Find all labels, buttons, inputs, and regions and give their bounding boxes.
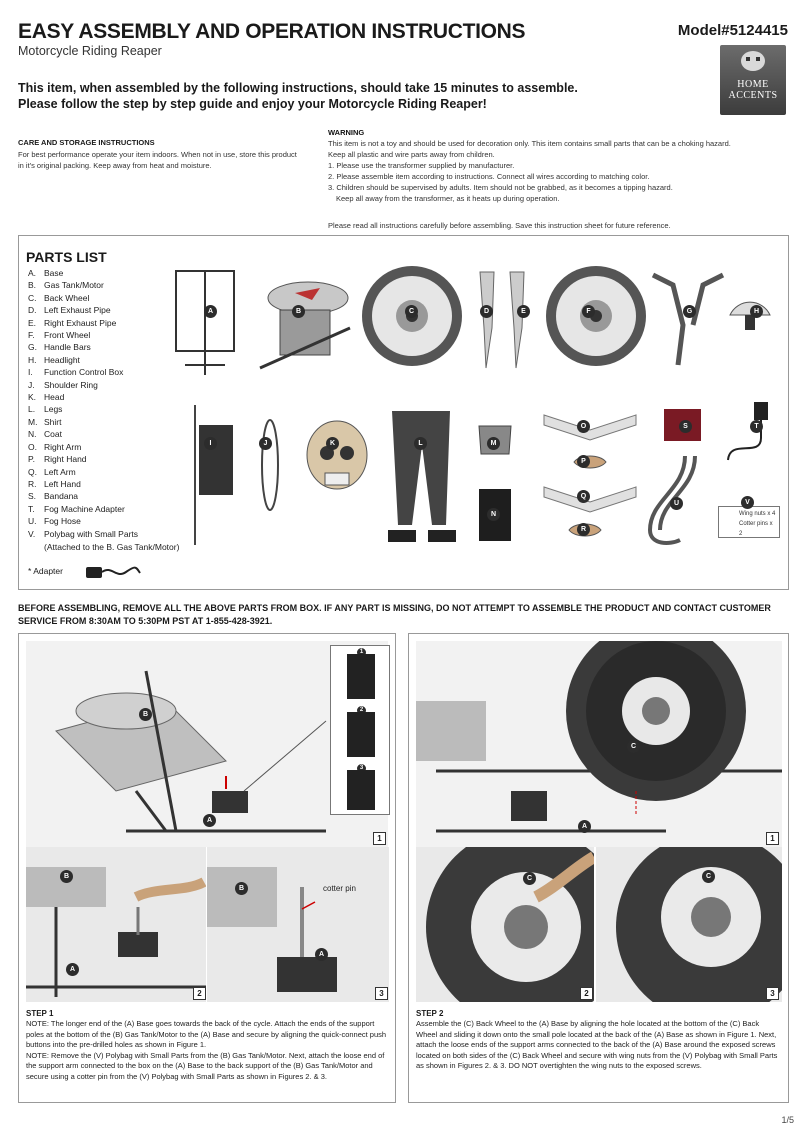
part-badge: I [204, 437, 217, 450]
parts-list-item: O.Right Arm [28, 441, 82, 452]
parts-list-item: F.Front Wheel [28, 330, 91, 341]
parts-list-item: R.Left Hand [28, 478, 81, 489]
part-badge: F [582, 305, 595, 318]
right-hand-image [573, 455, 607, 469]
parts-list-item: H.Headlight [28, 354, 80, 365]
step1-insets: 1 2 3 [330, 645, 390, 815]
part-badge: R [577, 523, 590, 536]
shoulder-ring-image [261, 419, 279, 511]
part-badge: E [517, 305, 530, 318]
legs-image [388, 411, 456, 542]
step1-fig1-number: 1 [373, 832, 386, 845]
parts-list-item: M.Shirt [28, 416, 62, 427]
care-heading: CARE AND STORAGE INSTRUCTIONS [18, 138, 155, 147]
adapter-label: * Adapter [28, 566, 63, 576]
parts-list-item: E.Right Exhaust Pipe [28, 317, 117, 328]
headlight-image [729, 301, 771, 330]
page-number: 1/5 [781, 1115, 794, 1125]
parts-v-extra: (Attached to the B. Gas Tank/Motor) [44, 542, 180, 552]
parts-list-item: N.Coat [28, 429, 62, 440]
part-badge: S [679, 420, 692, 433]
warning-heading: WARNING [328, 128, 365, 137]
parts-list-item: T.Fog Machine Adapter [28, 503, 125, 514]
head-image [306, 420, 368, 490]
handle-bars-image [651, 272, 725, 366]
pumpkin-icon [741, 51, 765, 71]
part-badge: U [670, 497, 683, 510]
parts-list-item: L.Legs [28, 404, 63, 415]
part-badge: Q [577, 490, 590, 503]
fog-hose-image [647, 455, 697, 545]
part-badge: J [259, 437, 272, 450]
front-wheel-image [546, 266, 646, 366]
parts-list-item: C.Back Wheel [28, 292, 90, 303]
parts-list-item: D.Left Exhaust Pipe [28, 305, 111, 316]
intro-text: This item, when assembled by the followi… [18, 81, 578, 111]
part-badge: N [487, 508, 500, 521]
part-badge: G [683, 305, 696, 318]
step1-figure3: B A cotter pin [207, 847, 389, 1002]
part-badge: L [414, 437, 427, 450]
parts-list-item: A.Base [28, 268, 64, 278]
parts-list-item: K.Head [28, 392, 65, 403]
step2-heading: STEP 2 [416, 1009, 444, 1018]
gas-tank-image [259, 281, 351, 370]
parts-list-item: P.Right Hand [28, 454, 87, 465]
step2-fig3-number: 3 [766, 987, 779, 1000]
warning-section: WARNING This item is not a toy and shoul… [328, 127, 788, 204]
parts-list-item: G.Handle Bars [28, 342, 91, 353]
brand-logo: HOME ACCENTS [720, 45, 786, 115]
base-image [175, 270, 235, 375]
parts-list-item: V.Polybag with Small Parts [28, 528, 139, 539]
control-box-image [194, 405, 233, 545]
step2-fig1-number: 1 [766, 832, 779, 845]
step1-panel [18, 633, 396, 1103]
parts-list-item: U.Fog Hose [28, 516, 81, 527]
adapter-image [86, 566, 141, 578]
fog-adapter-image [727, 402, 768, 461]
part-badge: B [292, 305, 305, 318]
exhaust-pipes-image [479, 271, 525, 369]
left-arm-image [543, 486, 637, 513]
parts-list-item: S.Bandana [28, 491, 79, 502]
page-subtitle: Motorcycle Riding Reaper [18, 44, 162, 58]
part-badge: H [750, 305, 763, 318]
model-number: Model#5124415 [677, 22, 788, 39]
parts-panel [18, 235, 789, 590]
cotter-pin-label: cotter pin [323, 884, 356, 893]
parts-list-item: B.Gas Tank/Motor [28, 280, 104, 291]
page-title: EASY ASSEMBLY AND OPERATION INSTRUCTIONS [18, 20, 526, 43]
parts-list-item: Q.Left Arm [28, 466, 76, 477]
step1-text: NOTE: The longer end of the (A) Base goe… [26, 1019, 387, 1081]
read-note: Please read all instructions carefully b… [328, 221, 671, 230]
step2-figure3: C [596, 847, 782, 1002]
step1-heading: STEP 1 [26, 1009, 54, 1018]
step2-panel [408, 633, 789, 1103]
part-badge: K [326, 437, 339, 450]
part-badge: A [204, 305, 217, 318]
missing-parts-note: BEFORE ASSEMBLING, REMOVE ALL THE ABOVE … [18, 603, 771, 626]
step1-fig2-number: 2 [193, 987, 206, 1000]
step1-fig3-number: 3 [375, 987, 388, 1000]
step1-figure1: B A [26, 641, 388, 847]
polybag-image: Wing nuts x 4 Cotter pins x 2 [718, 506, 780, 538]
step2-fig2-number: 2 [580, 987, 593, 1000]
care-text: For best performance operate your item i… [18, 150, 297, 170]
part-badge: C [405, 305, 418, 318]
part-badge: V [741, 496, 754, 509]
part-badge: M [487, 437, 500, 450]
step1-figure2: B A [26, 847, 206, 1002]
parts-heading: PARTS LIST [26, 249, 107, 265]
part-badge: T [750, 420, 763, 433]
parts-list-item: J.Shoulder Ring [28, 379, 98, 390]
step2-text: Assemble the (C) Back Wheel to the (A) B… [416, 1019, 778, 1071]
right-arm-image [543, 414, 637, 441]
parts-list-item: I.Function Control Box [28, 367, 124, 378]
step2-figure1: C A [416, 641, 782, 847]
step2-figure2: C A [416, 847, 594, 1002]
part-badge: P [577, 455, 590, 468]
part-badge: O [577, 420, 590, 433]
part-badge: D [480, 305, 493, 318]
